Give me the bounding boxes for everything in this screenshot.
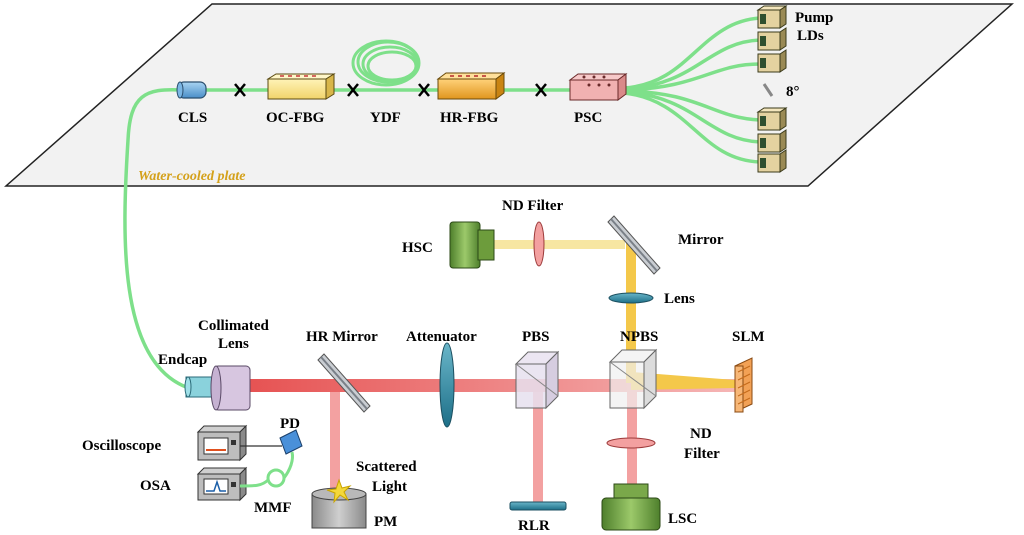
psc-component xyxy=(568,73,628,101)
collimated-lens-component xyxy=(210,365,251,411)
hr-fbg-label: HR-FBG xyxy=(440,110,499,126)
psc-label: PSC xyxy=(574,110,602,126)
nd-filter-top xyxy=(533,221,545,267)
cls-component xyxy=(176,81,207,99)
attenuator-label: Attenuator xyxy=(406,329,477,345)
scattered-light-label-line2: Light xyxy=(372,479,407,495)
nd-filter-top-label: ND Filter xyxy=(502,198,564,214)
splice-icon xyxy=(418,83,430,97)
pump-lds-label-line2: LDs xyxy=(797,28,824,44)
ydf-coil xyxy=(351,39,421,87)
nd-filter-bottom-label-line2: Filter xyxy=(684,446,720,462)
oscilloscope-label: Oscilloscope xyxy=(82,438,162,454)
slm-component xyxy=(734,357,753,413)
beam-paths xyxy=(250,240,735,502)
oc-fbg-component xyxy=(266,73,336,100)
lens-element xyxy=(608,292,654,304)
collimated-lens-label-line2: Lens xyxy=(218,336,249,352)
hsc-camera xyxy=(449,221,495,269)
osa-label: OSA xyxy=(140,478,171,494)
lsc-label: LSC xyxy=(668,511,697,527)
lsc-camera xyxy=(601,483,661,531)
pump-lds-label-line1: Pump xyxy=(795,10,833,26)
steering-mirror xyxy=(607,215,661,275)
splice-icon xyxy=(234,83,246,97)
hr-mirror xyxy=(317,353,371,413)
hr-fbg-component xyxy=(436,72,506,100)
slm-label: SLM xyxy=(732,329,765,345)
angle-label: 8° xyxy=(786,84,800,100)
collimated-lens-label-line1: Collimated xyxy=(198,318,269,334)
hr-mirror-label: HR Mirror xyxy=(306,329,378,345)
hsc-label: HSC xyxy=(402,240,433,256)
npbs-cube xyxy=(608,348,658,410)
spark-icon xyxy=(326,478,352,504)
nd-filter-bottom xyxy=(606,437,656,449)
photodetector xyxy=(279,429,303,455)
splice-icon xyxy=(347,83,359,97)
endcap-component xyxy=(184,376,215,398)
angled-fiber-end-icon xyxy=(762,83,774,97)
pump-ld-icon xyxy=(757,129,787,153)
cls-label: CLS xyxy=(178,110,207,126)
scattered-light-label-line1: Scattered xyxy=(356,459,417,475)
pbs-label: PBS xyxy=(522,329,550,345)
pump-ld-icon xyxy=(757,27,787,51)
fiber-path xyxy=(123,16,761,389)
rlr-label: RLR xyxy=(518,518,550,534)
pump-ld-group-lower xyxy=(756,107,788,173)
attenuator xyxy=(439,342,455,428)
pump-ld-icon xyxy=(756,5,788,29)
pd-label: PD xyxy=(280,416,300,432)
mmf-label: MMF xyxy=(254,500,291,516)
pump-ld-icon xyxy=(757,49,787,73)
water-cooled-plate xyxy=(4,3,1014,187)
rlr-component xyxy=(509,501,567,511)
ydf-label: YDF xyxy=(370,110,401,126)
splice-icon xyxy=(535,83,547,97)
pump-ld-group-upper xyxy=(756,5,788,73)
power-meter xyxy=(311,487,367,529)
npbs-label: NPBS xyxy=(620,329,658,345)
nd-filter-bottom-label-line1: ND xyxy=(690,426,712,442)
splice-marks xyxy=(234,83,547,97)
pump-ld-icon xyxy=(757,149,787,173)
mirror-label: Mirror xyxy=(678,232,724,248)
water-cooled-plate-label: Water-cooled plate xyxy=(138,169,245,184)
oc-fbg-label: OC-FBG xyxy=(266,110,325,126)
osa-device xyxy=(196,466,248,502)
pbs-cube xyxy=(514,350,560,410)
pm-label: PM xyxy=(374,514,397,530)
mmf-fiber xyxy=(239,451,294,488)
lens-label: Lens xyxy=(664,291,695,307)
endcap-label: Endcap xyxy=(158,352,207,368)
pump-ld-icon xyxy=(756,107,788,131)
oscilloscope-device xyxy=(196,424,248,462)
